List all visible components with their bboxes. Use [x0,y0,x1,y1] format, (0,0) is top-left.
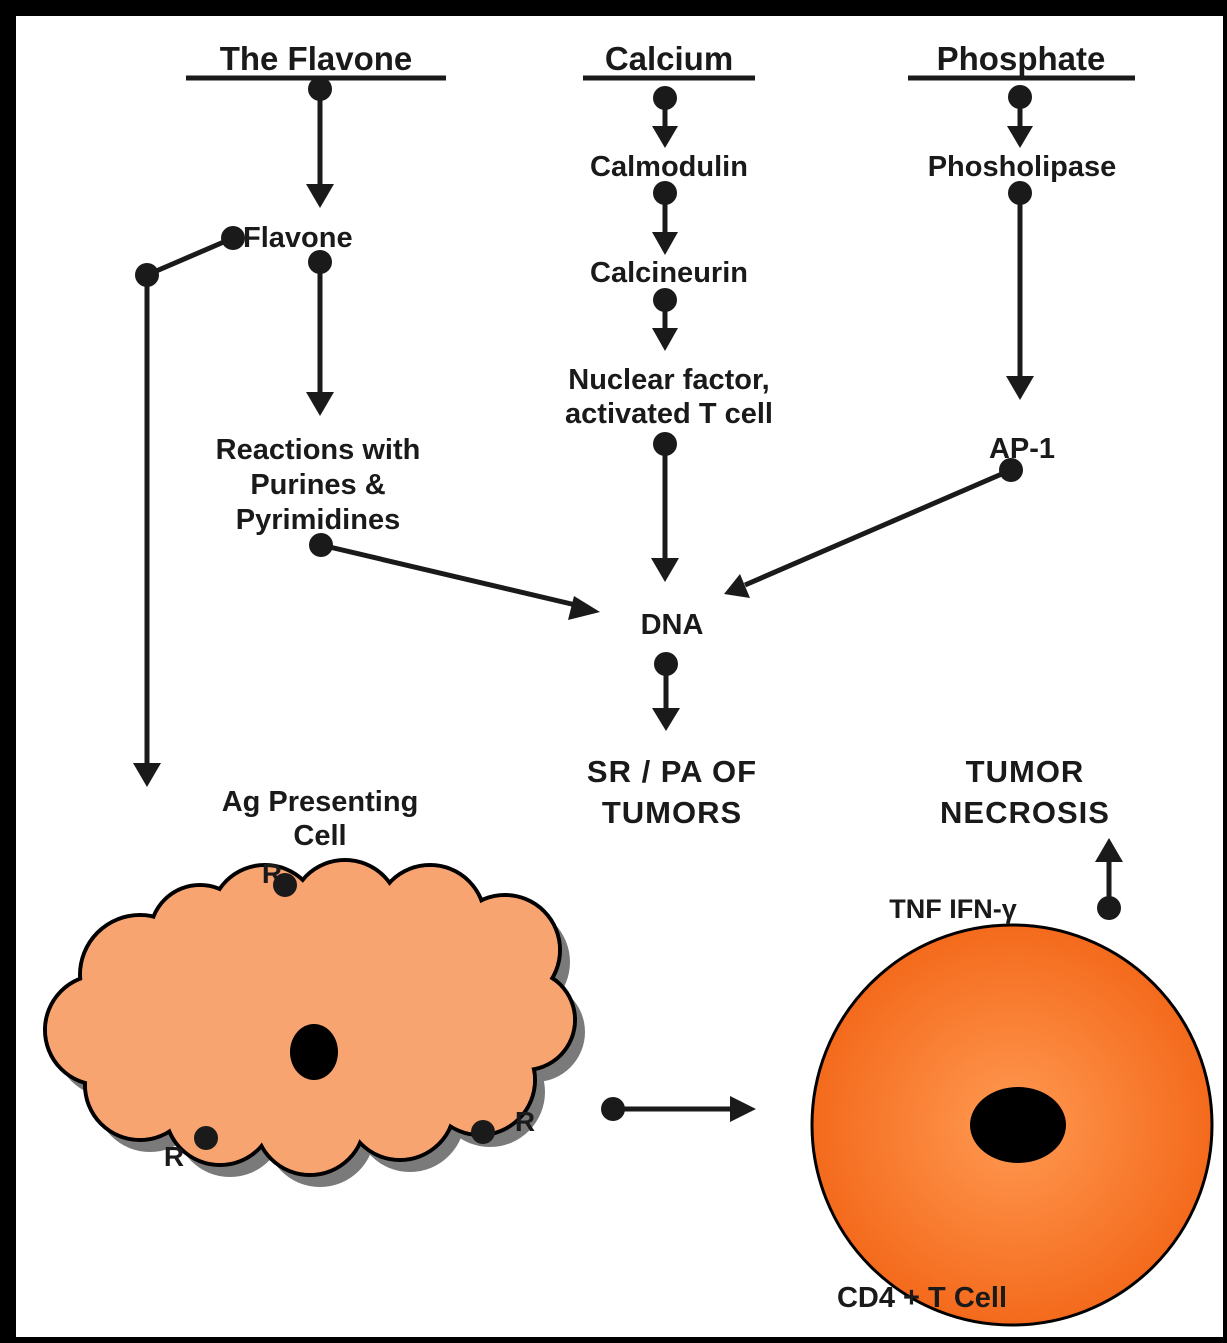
ap1-to-dna-line [745,470,1011,585]
receptor-bottom-right-dot [471,1120,495,1144]
reactions-to-dna-line [321,545,580,606]
flavone-column-title: The Flavone [220,40,413,77]
ap1-node: AP-1 [989,433,1055,465]
nfat-to-dna-arrowhead [651,558,679,582]
nfat-line1: Nuclear factor, [568,364,769,396]
calcium-column-title: Calcium [605,40,733,77]
flavone-to-apc-connector [147,238,233,275]
nfat-line2: activated T cell [565,398,773,430]
phospholipase-node: Phosholipase [928,151,1117,183]
tnf-ifn-label: TNF IFN-γ [889,894,1017,924]
necrosis-arrowhead [1095,838,1123,862]
phospholipase-arrowhead [1006,376,1034,400]
tcell-nucleus [970,1087,1066,1163]
apc-nucleus [290,1024,338,1080]
dna-node: DNA [641,609,704,641]
phosphate-column-title: Phosphate [937,40,1106,77]
tumor-line1: TUMOR [966,754,1085,789]
receptor-top-label: R [262,858,282,889]
receptor-bottom-left-label: R [164,1141,184,1172]
flavone-node: Flavone [243,222,353,254]
calmodulin-node: Calmodulin [590,151,748,183]
calcineurin-node: Calcineurin [590,257,748,289]
reactions-to-dna-arrowhead [568,596,600,620]
calcineurin-arrowhead [652,328,678,351]
cd4-tcell-label: CD4 + T Cell [837,1282,1007,1314]
apc-branch-arrowhead [133,763,161,787]
calmodulin-arrowhead [652,232,678,255]
calcium-arrowhead [652,126,678,148]
apc-label-line2: Cell [293,820,346,852]
flavone-arrowhead [306,184,334,208]
receptor-bottom-right-label: R [515,1106,535,1137]
tumor-line2: NECROSIS [940,795,1110,830]
phosphate-arrowhead [1007,126,1033,148]
reactions-line1: Reactions with [216,434,421,466]
flavone-reactions-arrowhead [306,392,334,416]
sr-pa-line1: SR / PA OF [587,754,757,789]
cytokine-dot [1097,896,1121,920]
reactions-line2: Purines & [250,469,385,501]
apc-to-tcell-arrowhead [730,1096,756,1122]
reactions-line3: Pyrimidines [236,504,400,536]
sr-pa-line2: TUMORS [602,795,742,830]
receptor-bottom-left-dot [194,1126,218,1150]
apc-label-line1: Ag Presenting [222,786,419,818]
apc-cell-body [45,860,575,1175]
dna-arrowhead [652,708,680,731]
